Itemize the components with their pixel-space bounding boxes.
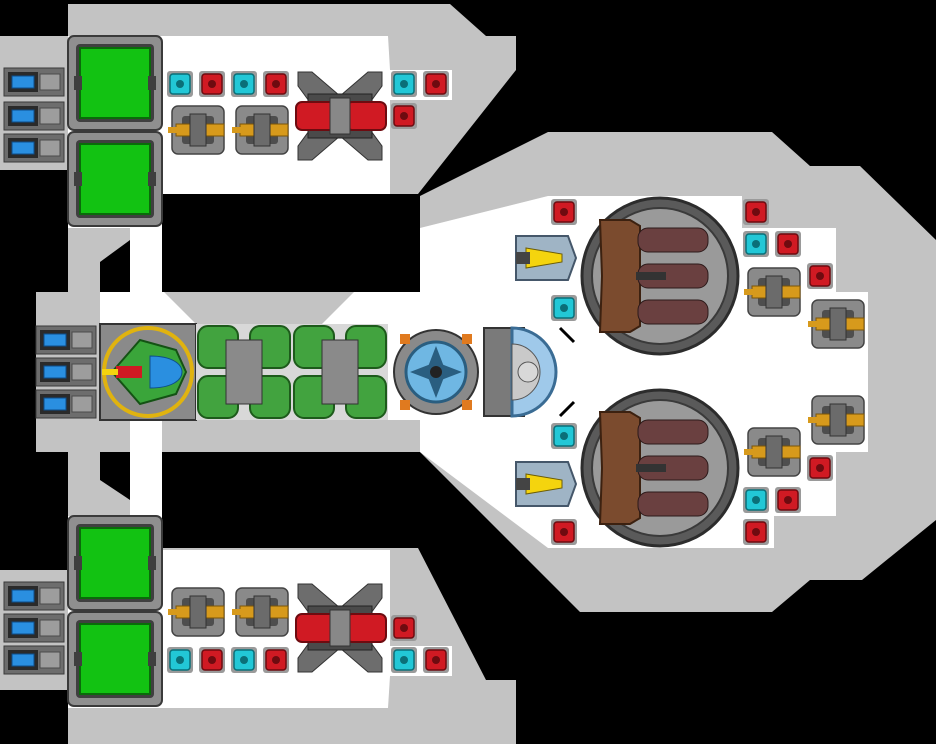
- thruster[interactable]: [3, 645, 65, 675]
- thruster[interactable]: [3, 133, 65, 163]
- thruster[interactable]: [35, 389, 97, 419]
- thruster[interactable]: [3, 613, 65, 643]
- thruster[interactable]: [35, 325, 97, 355]
- slot-red[interactable]: [774, 486, 802, 514]
- turret[interactable]: [743, 267, 801, 317]
- cannon-mount[interactable]: [580, 388, 740, 548]
- slot-red[interactable]: [198, 70, 226, 98]
- cargo-bay[interactable]: [67, 131, 163, 227]
- thruster[interactable]: [3, 67, 65, 97]
- slot-red[interactable]: [742, 198, 770, 226]
- slot-red[interactable]: [550, 198, 578, 226]
- slot-cyan[interactable]: [166, 70, 194, 98]
- slot-cyan[interactable]: [742, 230, 770, 258]
- slot-red[interactable]: [422, 646, 450, 674]
- slot-cyan[interactable]: [390, 646, 418, 674]
- slot-red[interactable]: [550, 518, 578, 546]
- sensor-dome[interactable]: [483, 326, 558, 418]
- slot-cyan[interactable]: [550, 294, 578, 322]
- cargo-bay[interactable]: [67, 515, 163, 611]
- slot-red[interactable]: [390, 614, 418, 642]
- slot-red[interactable]: [742, 518, 770, 546]
- slot-cyan[interactable]: [742, 486, 770, 514]
- slot-red[interactable]: [198, 646, 226, 674]
- hull-markers: [558, 326, 576, 418]
- spine: [35, 323, 558, 421]
- laser[interactable]: [515, 235, 577, 281]
- laser[interactable]: [515, 461, 577, 507]
- cargo-bay[interactable]: [67, 611, 163, 707]
- turret[interactable]: [231, 587, 289, 637]
- gyroscope[interactable]: [393, 329, 479, 415]
- fuel-tank[interactable]: [196, 324, 292, 420]
- thruster[interactable]: [3, 581, 65, 611]
- thruster[interactable]: [35, 357, 97, 387]
- slot-red[interactable]: [262, 646, 290, 674]
- turret[interactable]: [167, 105, 225, 155]
- slot-red[interactable]: [390, 102, 418, 130]
- slot-cyan[interactable]: [550, 422, 578, 450]
- cannon-mount[interactable]: [580, 196, 740, 356]
- cargo-bay[interactable]: [67, 35, 163, 131]
- slot-cyan[interactable]: [166, 646, 194, 674]
- turret[interactable]: [743, 427, 801, 477]
- turret[interactable]: [167, 587, 225, 637]
- slot-red[interactable]: [806, 454, 834, 482]
- slot-cyan[interactable]: [390, 70, 418, 98]
- turret[interactable]: [807, 395, 865, 445]
- slot-red[interactable]: [422, 70, 450, 98]
- turret[interactable]: [231, 105, 289, 155]
- slot-red[interactable]: [774, 230, 802, 258]
- turret[interactable]: [807, 299, 865, 349]
- cockpit[interactable]: [99, 323, 197, 421]
- slot-cyan[interactable]: [230, 646, 258, 674]
- slot-cyan[interactable]: [230, 70, 258, 98]
- fuel-tank[interactable]: [292, 324, 388, 420]
- slot-red[interactable]: [806, 262, 834, 290]
- thruster[interactable]: [3, 101, 65, 131]
- slot-red[interactable]: [262, 70, 290, 98]
